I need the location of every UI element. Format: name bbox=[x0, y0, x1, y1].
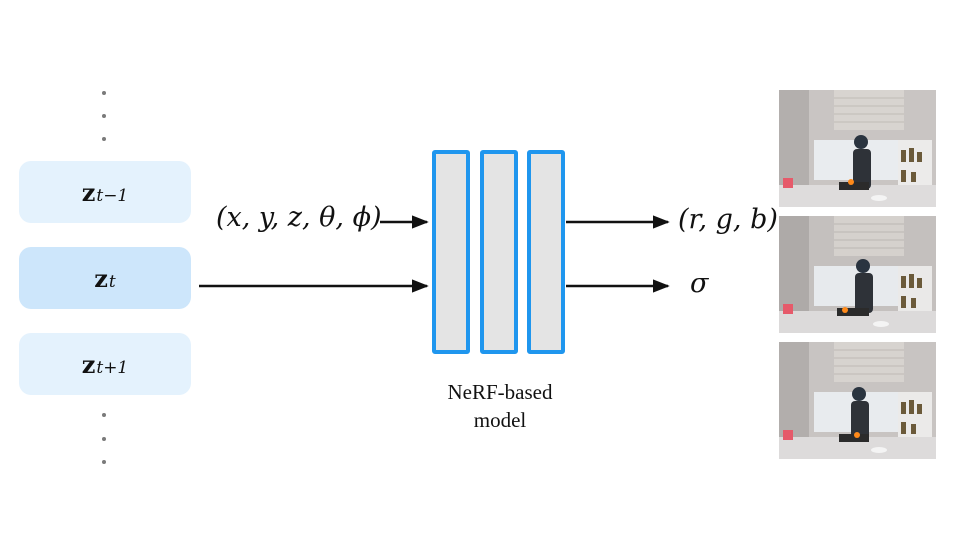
ellipsis-dot-top-2 bbox=[102, 114, 106, 118]
latent-subscript: t−1 bbox=[96, 186, 129, 206]
ellipsis-dot-top-3 bbox=[102, 137, 106, 141]
latent-subscript: t bbox=[108, 272, 116, 292]
network-layer-2 bbox=[480, 150, 518, 354]
model-caption: NeRF-based model bbox=[400, 378, 600, 434]
latent-subscript: t+1 bbox=[96, 358, 129, 378]
rendered-frame-2 bbox=[779, 216, 936, 333]
latent-symbol: z bbox=[81, 177, 96, 207]
latent-symbol: z bbox=[81, 349, 96, 379]
model-caption-line1: NeRF-based bbox=[447, 380, 553, 404]
rendered-frame-1 bbox=[779, 90, 936, 207]
rendered-frame-3 bbox=[779, 342, 936, 459]
model-caption-line2: model bbox=[473, 408, 527, 432]
input-coordinates-label: (x, y, z, θ, ϕ) bbox=[216, 202, 382, 233]
color-output-label: (r, g, b) bbox=[678, 204, 778, 235]
network-layer-1 bbox=[432, 150, 470, 354]
ellipsis-dot-bottom-1 bbox=[102, 413, 106, 417]
density-output-label: σ bbox=[690, 268, 709, 299]
ellipsis-dot-bottom-3 bbox=[102, 460, 106, 464]
network-layer-3 bbox=[527, 150, 565, 354]
latent-symbol: z bbox=[94, 263, 108, 293]
ellipsis-dot-top-1 bbox=[102, 91, 106, 95]
ellipsis-dot-bottom-2 bbox=[102, 437, 106, 441]
